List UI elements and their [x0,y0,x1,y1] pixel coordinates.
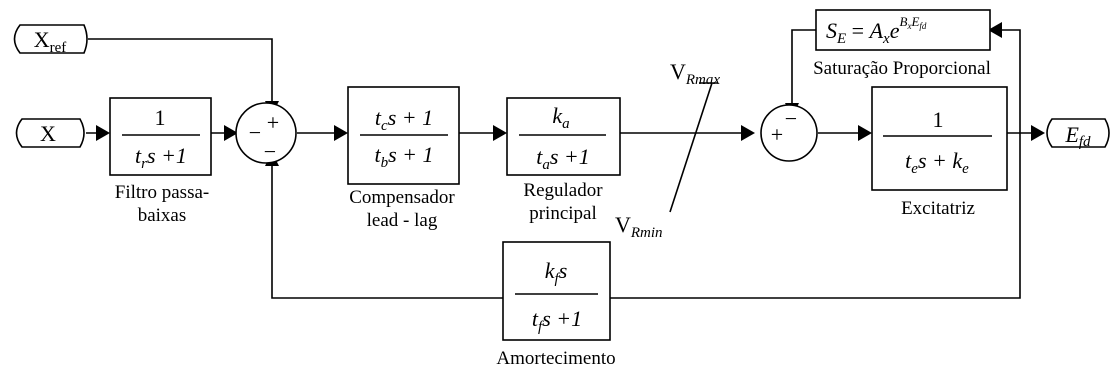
reg-label-line2: principal [529,203,597,224]
xref-terminal: Xref [13,24,88,56]
summing-junction-2: − + [760,104,818,162]
efd-label: E [1064,122,1079,147]
svg-text:tbs + 1: tbs + 1 [374,142,433,171]
comp-label-line2: lead - lag [367,210,438,231]
damp-num-rest: s [559,258,568,283]
comp-den-sub: b [381,155,389,171]
wire-saturation-sum2 [791,29,816,114]
svg-text:SE = AxeBxEfd: SE = AxeBxEfd [826,14,927,47]
svg-text:tas +1: tas +1 [536,144,590,173]
svg-text:trs +1: trs +1 [135,143,187,172]
vrmax-label: VRmax [670,59,720,88]
sum1-bottom-sign: − [264,139,276,164]
vrmin-label: VRmin [615,212,663,241]
filter-numerator: 1 [155,105,166,130]
filter-den-rest: s +1 [147,143,187,168]
arrow-into-comp [334,125,348,141]
efd-terminal: Efd [1046,118,1110,150]
regulator-block: ka tas +1 [506,97,621,176]
reg-num-sub: a [562,116,570,132]
reg-den-rest: s +1 [550,144,590,169]
saturation-block: SE = AxeBxEfd [815,9,991,51]
damping-label: Amortecimento [496,348,615,369]
arrow-into-saturation [988,22,1002,38]
reg-label-line1: Regulador [523,180,603,201]
x-terminal: X [15,118,85,148]
arrow-into-filter [96,125,110,141]
svg-text:tcs + 1: tcs + 1 [375,105,433,134]
sat-lhs-sub: E [836,31,846,47]
exc-den-mid: s + k [918,148,963,173]
sat-exp-e: E [910,14,919,29]
comp-den-t: t [374,142,381,167]
svg-text:kfs: kfs [545,258,568,287]
exc-den-sub2: e [962,161,969,177]
exciter-label: Excitatriz [901,198,975,219]
filter-den-sub: r [141,156,147,172]
x-label: X [40,121,56,146]
damp-den-sub: f [538,319,544,335]
sum2-top-sign: − [785,106,797,131]
sat-lhs: S [826,18,837,43]
damp-den-rest: s +1 [542,306,582,331]
sum2-left-sign: + [771,122,783,147]
sat-rhs: A [868,18,884,43]
comp-num-t: t [375,105,382,130]
reg-num-k: k [552,103,563,128]
damping-block: kfs tfs +1 [502,241,611,341]
filter-label-line2: baixas [138,205,187,226]
sum1-top-sign: + [267,110,279,135]
signal-wires [86,29,1042,299]
filter-label-line1: Filtro passa- [115,182,209,203]
exciter-block: 1 tes + ke [871,86,1008,191]
arrow-into-reg [493,125,507,141]
sat-rhs-sub: x [882,31,890,47]
comp-den-rest: s + 1 [388,142,433,167]
svg-text:tfs +1: tfs +1 [532,306,582,335]
xref-sub: ref [50,40,67,56]
sat-base: e [890,18,900,43]
damp-num-sub: f [555,271,561,287]
wire-efd-damping [610,133,1021,299]
sat-exp-bsub: x [906,21,911,31]
summing-junction-1: + − − [235,102,297,164]
arrow-into-exc [858,125,872,141]
saturation-label: Saturação Proporcional [813,58,991,79]
limiter-line [669,82,713,213]
sum1-left-sign: − [249,120,261,145]
comp-num-rest: s + 1 [388,105,433,130]
reg-den-sub: a [542,157,550,173]
damp-den-t: t [532,306,539,331]
filter-block: 1 trs +1 [109,97,212,176]
arrow-into-sum1-left [224,125,238,141]
comp-label-line1: Compensador [349,187,455,208]
exc-numerator: 1 [933,107,944,132]
svg-text:Xref: Xref [34,27,67,56]
exc-den-t: t [905,148,912,173]
damp-num-k: k [545,258,556,283]
arrow-into-sum2 [741,125,755,141]
comp-num-sub: c [381,118,388,134]
arrow-into-output [1031,125,1045,141]
filter-den-t: t [135,143,142,168]
exc-den-sub: e [911,161,918,177]
svg-text:ka: ka [552,103,569,132]
wire-damping-sum1 [271,154,503,299]
efd-sub: fd [1079,134,1091,150]
sat-exp-esub: fd [919,21,927,31]
svg-text:Efd: Efd [1064,122,1091,150]
svg-text:tes + ke: tes + ke [905,148,969,177]
wire-xref [88,38,273,112]
xref-label: X [34,27,50,52]
reg-den-t: t [536,144,543,169]
compensator-block: tcs + 1 tbs + 1 [347,86,460,185]
sat-exp-b: B [899,14,907,29]
sat-eq: = [846,18,869,43]
